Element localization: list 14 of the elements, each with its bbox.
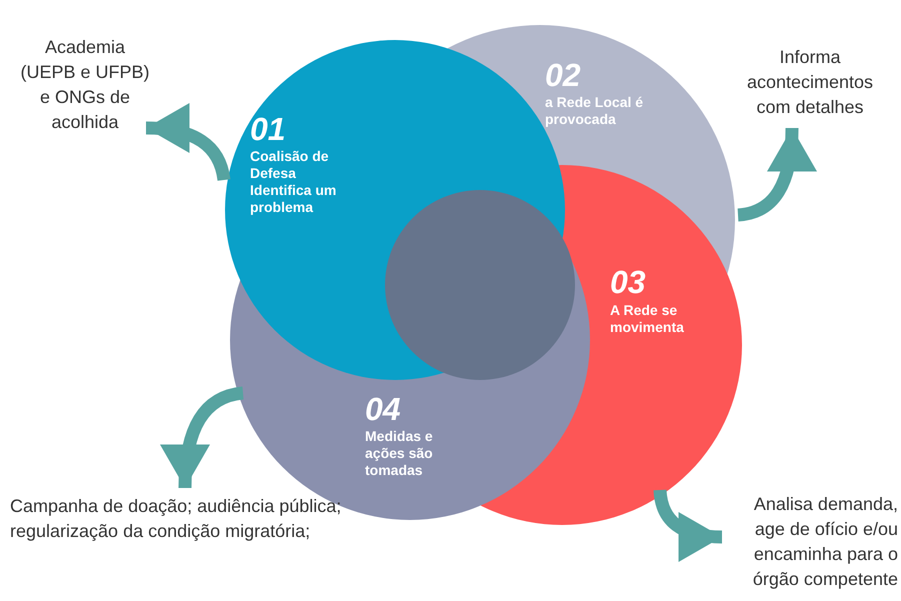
step-number: 04: [365, 392, 401, 426]
step-number: 03: [610, 265, 646, 299]
outcome-text: Academia (UEPB e UFPB) e ONGs de acolhida: [19, 36, 151, 134]
outcome-text: Informa acontecimentos com detalhes: [746, 46, 874, 119]
outcome-text: Campanha de doação; audiência pública; regularização da condição migratória;: [10, 495, 342, 543]
outcome-text: Analisa demanda, age de ofício e/ou encaminha para o órgão competente: [752, 493, 898, 591]
step-description: A Rede se movimenta: [610, 302, 685, 336]
step-description: a Rede Local é provocada: [545, 94, 644, 128]
curved-arrow: [654, 489, 722, 560]
step-number: 01: [250, 112, 286, 146]
step-description: Coalisão de Defesa Identifica um problema: [250, 148, 338, 216]
curved-arrow: [146, 104, 230, 182]
step-description: Medidas e ações são tomadas: [365, 428, 434, 479]
step-number: 02: [545, 58, 581, 92]
